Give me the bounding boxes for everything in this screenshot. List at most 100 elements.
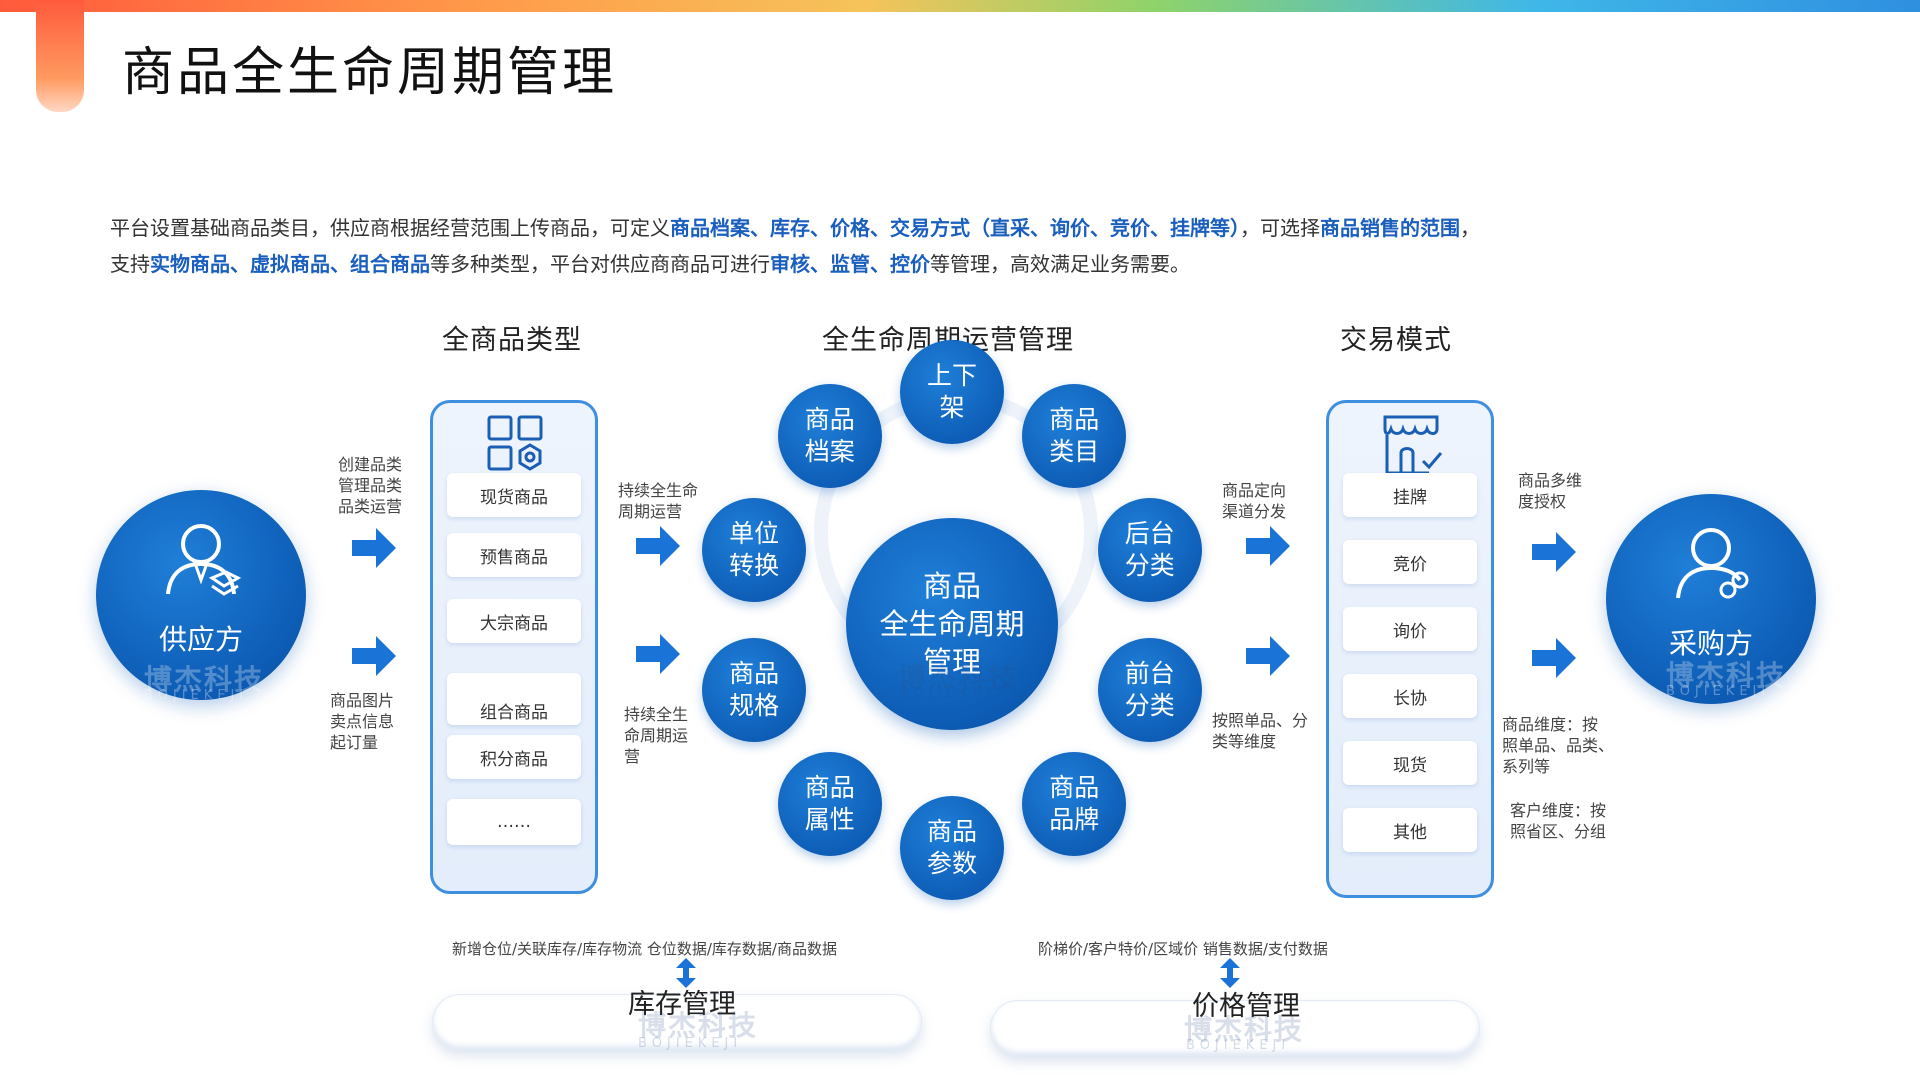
- product-types-panel: 现货商品预售商品大宗商品组合商品积分商品 ……: [430, 400, 598, 894]
- intro-highlight: 实物商品、虚拟商品、组合商品: [150, 252, 430, 276]
- lifecycle-bubble-label: 转换: [729, 550, 780, 580]
- lifecycle-bubble-label: 商品: [1049, 404, 1100, 434]
- buyer-note-mid: 商品维度：按 照单品、品类、 系列等: [1502, 715, 1615, 776]
- lifecycle-bubble-label: 分类: [1124, 550, 1175, 580]
- lifecycle-bubble: 前台分类: [1097, 638, 1202, 743]
- trade-mode-item: 长协: [1343, 674, 1477, 718]
- lifecycle-bubble-label: 上下: [926, 361, 977, 390]
- arrow-right-icon: [1532, 638, 1576, 678]
- supplier-circle: 供应方 博杰科技 BOJIEKEJI: [96, 490, 306, 703]
- product-type-item: ……: [447, 799, 581, 845]
- section-title-types: 全商品类型: [442, 325, 582, 356]
- lifecycle-bubble: 商品规格: [702, 638, 807, 743]
- up-down-arrow-icon: [676, 958, 696, 988]
- lifecycle-bubble-label: 商品: [926, 817, 977, 846]
- intro-highlight: 商品档案、库存、价格、交易方式（直采、询价、竞价、挂牌等）: [670, 216, 1240, 240]
- lifecycle-bubble-label: 规格: [729, 691, 780, 721]
- watermark-subtext: BOJIEKEJI: [900, 686, 1005, 701]
- arrow-right-icon: [352, 636, 396, 676]
- pricing-bar: [990, 1000, 1480, 1056]
- lifecycle-bubble: 上下架: [900, 340, 1004, 444]
- lifecycle-note-bottom: 持续全生 命周期运 营: [624, 705, 689, 766]
- page-title: 商品全生命周期管理: [122, 43, 618, 103]
- arrow-right-icon: [636, 526, 680, 566]
- supplier-note-top: 创建品类 管理品类 品类运营: [338, 455, 403, 516]
- arrow-right-icon: [1246, 526, 1290, 566]
- buyer-note-bottom: 客户维度：按 照省区、分组: [1510, 801, 1607, 841]
- trade-modes-panel: 挂牌竞价询价长协现货其他: [1326, 400, 1494, 898]
- up-down-arrow-icon: [1220, 958, 1240, 988]
- lifecycle-bubble-label: 前台: [1124, 659, 1175, 689]
- intro-highlight: 审核、监管、控价: [770, 252, 930, 276]
- section-title-trade: 交易模式: [1340, 325, 1452, 356]
- lifecycle-bubble-label: 商品: [804, 404, 855, 434]
- trade-mode-item: 现货: [1343, 741, 1477, 785]
- arrow-right-icon: [1246, 636, 1290, 676]
- lifecycle-bubble-label: 商品: [1049, 773, 1100, 803]
- pricing-caption: 阶梯价/客户特价/区域价 销售数据/支付数据: [1038, 940, 1328, 958]
- lifecycle-bubble-label: 架: [939, 393, 965, 422]
- person-link-icon: [1676, 528, 1749, 599]
- inventory-bar: [432, 994, 922, 1050]
- lifecycle-bubble: 商品类目: [1022, 383, 1127, 488]
- buyer-note-top: 商品多维 度授权: [1518, 471, 1583, 511]
- watermark-subtext: BOJIEKEJI: [1186, 1038, 1291, 1053]
- arrow-right-icon: [352, 528, 396, 568]
- lifecycle-bubble-label: 分类: [1124, 691, 1175, 721]
- lifecycle-bubble-label: 单位: [729, 518, 780, 548]
- trade-mode-item: 挂牌: [1343, 473, 1477, 517]
- lifecycle-center: 商品 全生命周期 管理: [846, 518, 1058, 730]
- title-accent-tab: [36, 0, 84, 112]
- intro-segment: ，可选择: [1240, 216, 1320, 240]
- intro-line-1: 平台设置基础商品类目，供应商根据经营范围上传商品，可定义商品档案、库存、价格、交…: [110, 210, 1750, 246]
- trade-note-bottom: 按照单品、分 类等维度: [1212, 711, 1309, 751]
- trade-mode-item: 询价: [1343, 607, 1477, 651]
- intro-segment: ，: [1460, 216, 1480, 240]
- watermark-subtext: BOJIEKEJI: [1666, 684, 1771, 699]
- intro-line-2: 支持实物商品、虚拟商品、组合商品等多种类型，平台对供应商商品可进行审核、监管、控…: [110, 246, 1750, 282]
- product-type-item: 现货商品: [447, 473, 581, 517]
- intro-segment: 支持: [110, 252, 150, 276]
- watermark-text: 博杰科技: [1184, 1013, 1305, 1046]
- intro-segment: 等管理，高效满足业务需要。: [930, 252, 1190, 276]
- lifecycle-bubble-label: 参数: [926, 849, 977, 878]
- person-tie-icon: [166, 524, 242, 596]
- product-type-empty: [447, 673, 581, 725]
- trade-note-top: 商品定向 渠道分发: [1222, 481, 1287, 521]
- top-gradient-bar: [0, 0, 1920, 12]
- intro-highlight: 商品销售的范围: [1320, 216, 1460, 240]
- inventory-caption: 新增仓位/关联库存/库存物流 仓位数据/库存数据/商品数据: [452, 940, 837, 958]
- trade-mode-item: 其他: [1343, 808, 1477, 852]
- pricing-label: 价格管理: [1192, 991, 1300, 1022]
- lifecycle-bubble-label: 类目: [1049, 436, 1100, 466]
- watermark-text: 博杰科技: [638, 1009, 759, 1042]
- lifecycle-bubble-label: 商品: [804, 773, 855, 803]
- trade-mode-item: 竞价: [1343, 540, 1477, 584]
- product-type-item: 组合商品: [480, 703, 548, 723]
- product-type-item: 预售商品: [447, 533, 581, 577]
- storefront-icon: [1383, 415, 1443, 475]
- watermark-text: 博杰科技: [898, 661, 1019, 694]
- inventory-label: 库存管理: [628, 989, 736, 1020]
- lifecycle-bubble: 后台分类: [1097, 497, 1202, 602]
- intro-segment: 平台设置基础商品类目，供应商根据经营范围上传商品，可定义: [110, 216, 670, 240]
- arrow-right-icon: [636, 634, 680, 674]
- lifecycle-bubble-label: 后台: [1124, 518, 1175, 548]
- lifecycle-bubble: 单位转换: [702, 497, 807, 602]
- supplier-note-bottom: 商品图片 卖点信息 起订量: [330, 691, 395, 752]
- lifecycle-bubble-label: 品牌: [1049, 805, 1100, 835]
- intro-segment: 等多种类型，平台对供应商商品可进行: [430, 252, 770, 276]
- watermark-text: 博杰科技: [1666, 659, 1787, 692]
- lifecycle-bubble: 商品品牌: [1022, 752, 1127, 857]
- grid-settings-icon: [487, 415, 543, 471]
- lifecycle-bubble: 商品参数: [900, 796, 1004, 900]
- lifecycle-bubble-label: 商品: [729, 659, 780, 689]
- product-type-item: 积分商品: [447, 735, 581, 779]
- lifecycle-bubble-label: 档案: [804, 436, 855, 466]
- product-type-item: 大宗商品: [447, 599, 581, 643]
- watermark-subtext: BOJIEKEJI: [638, 1036, 743, 1051]
- intro-text: 平台设置基础商品类目，供应商根据经营范围上传商品，可定义商品档案、库存、价格、交…: [110, 210, 1750, 282]
- buyer-circle: 采购方 博杰科技 BOJIEKEJI: [1606, 494, 1816, 704]
- supplier-label: 供应方: [158, 623, 243, 656]
- watermark-text: 博杰科技: [144, 663, 265, 696]
